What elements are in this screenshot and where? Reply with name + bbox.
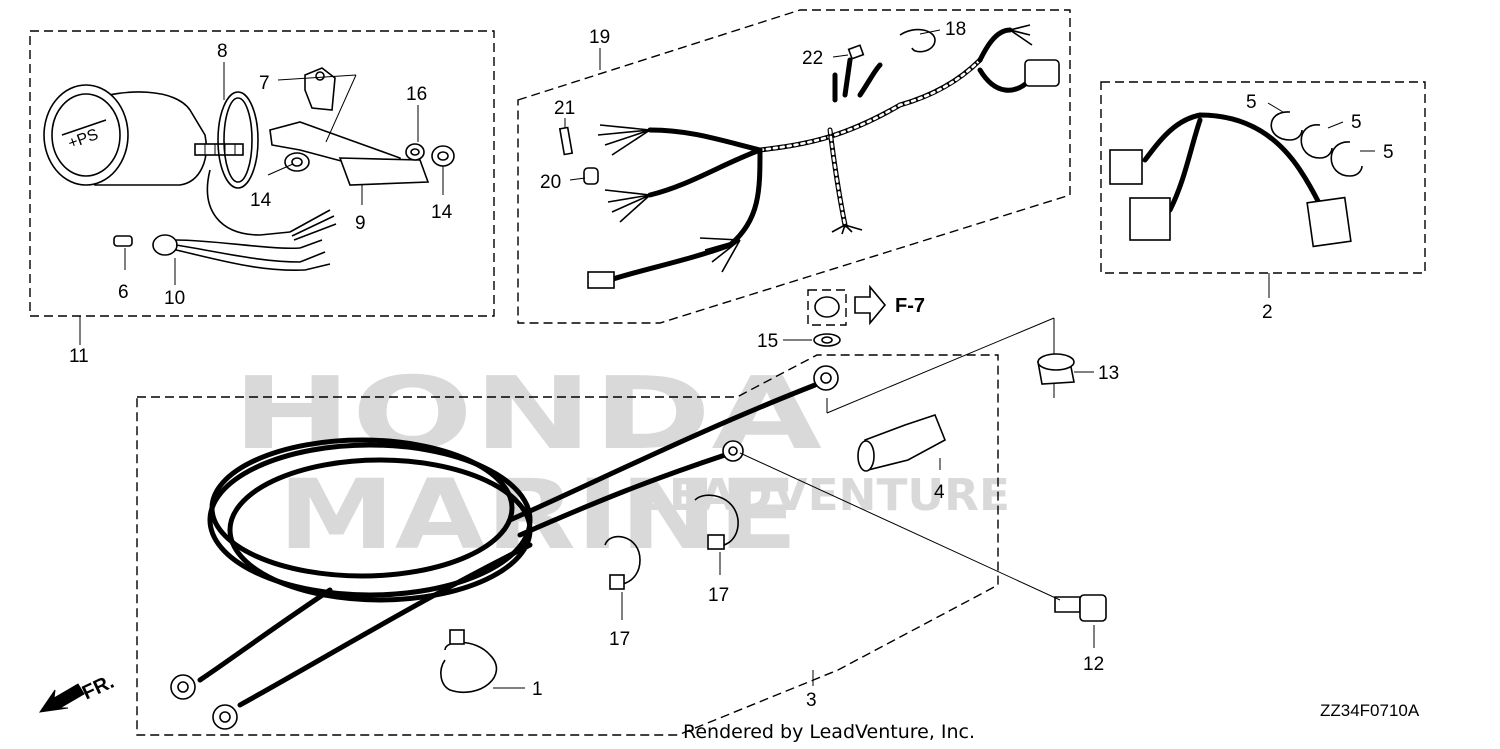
front-arrow-icon [38,683,85,713]
clip-18 [899,28,936,53]
callout-18: 18 [945,19,966,40]
callout-5-c: 5 [1383,142,1394,163]
diagram-code: ZZ34F0710A [1320,701,1420,720]
callout-3: 3 [806,690,817,711]
watermark: HONDA MARINE LEADVENTURE [232,355,1010,571]
clips-5 [1270,111,1363,177]
group-box-2 [1100,81,1426,274]
callout-8: 8 [217,41,228,62]
reference-label: F-7 [895,295,925,317]
callout-17-a: 17 [609,629,630,650]
meter-harness [206,169,291,236]
terminal-cover-4 [857,414,947,472]
callout-16: 16 [406,84,427,105]
callout-17-b: 17 [708,585,729,606]
meter-ring [217,91,259,189]
pins-21-20-22 [558,44,865,185]
callout-10: 10 [164,288,185,309]
bracket-stay [304,67,336,111]
nut-washer-15 [807,289,847,347]
callout-1: 1 [532,679,543,700]
callout-2: 2 [1262,302,1273,323]
leader-lines [79,29,1375,689]
callout-21: 21 [554,98,575,119]
battery-cable-3 [170,365,839,730]
callout-6: 6 [118,282,129,303]
callout-14-a: 14 [250,190,272,211]
callout-13: 13 [1098,363,1119,384]
front-label: FR. [79,671,117,705]
bulb-6 [113,235,133,247]
meter-terminals [289,209,337,241]
group-box-3 [136,354,999,736]
watermark-middle: MARINE [278,459,798,571]
callout-5-a: 5 [1246,92,1257,113]
callout-14-b: 14 [431,202,453,223]
sub-harness [1109,112,1352,248]
callout-11: 11 [69,346,89,367]
callout-7: 7 [259,73,270,94]
nut-13 [1037,353,1075,385]
footer-credit: Rendered by LeadVenture, Inc. [683,721,975,743]
meter-assembly: +PS [43,84,244,186]
socket-10 [152,234,331,272]
meter-holder [269,121,430,186]
bolt-12 [1054,594,1107,622]
terminal-bunches-19 [587,24,1060,289]
callout-22: 22 [802,48,823,69]
group-box-19 [517,9,1071,324]
group-box-11 [29,30,495,317]
callout-20: 20 [540,172,561,193]
callout-19: 19 [589,27,610,48]
callouts: 1 2 3 4 5 5 5 6 7 8 9 10 11 12 13 14 14 … [69,19,1394,711]
reference-arrow [854,284,887,326]
clips-17-1 [440,494,739,693]
callout-9: 9 [355,213,366,234]
callout-12: 12 [1083,654,1104,675]
callout-4: 4 [934,482,945,503]
watermark-bottom: LEADVENTURE [640,470,1010,521]
callout-15: 15 [757,331,778,352]
callout-5-b: 5 [1351,112,1362,133]
